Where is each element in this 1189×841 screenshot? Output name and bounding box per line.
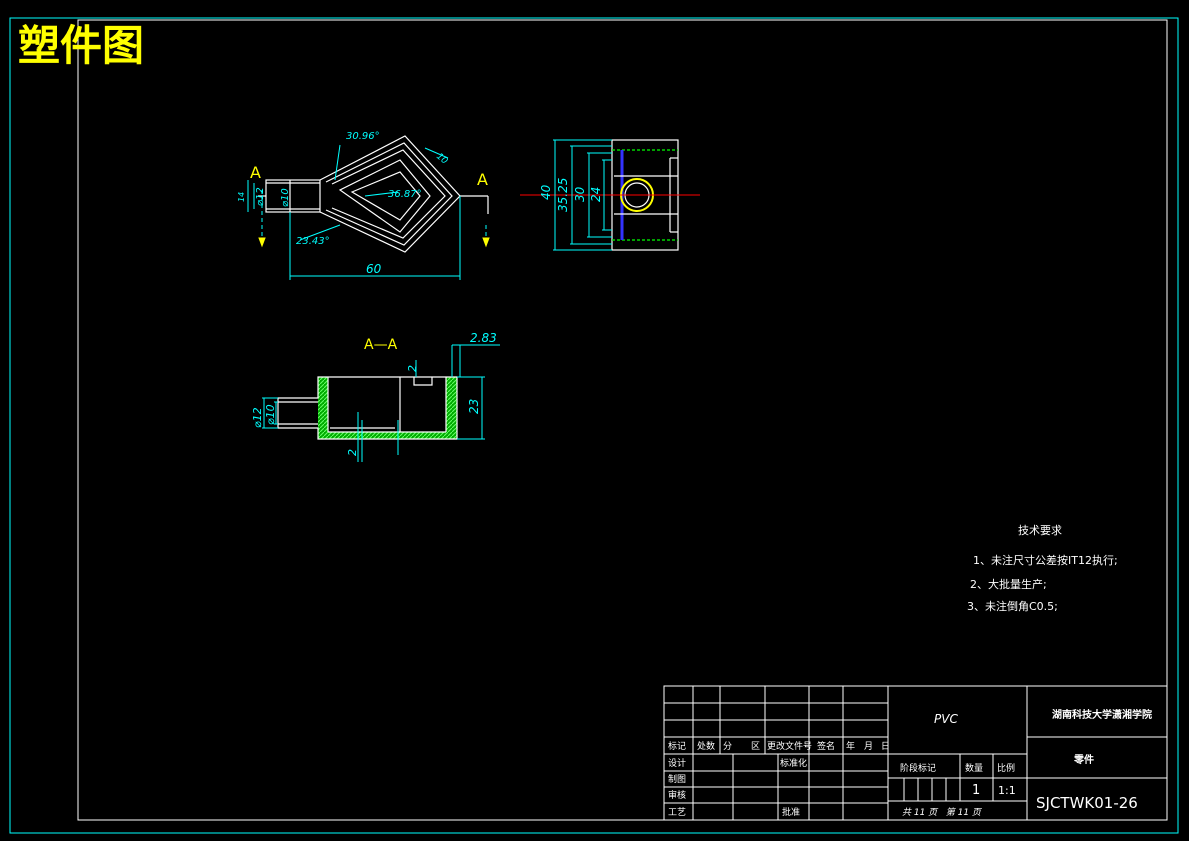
tech-requirement-2: 2、大批量生产; <box>970 577 1047 591</box>
tb-standardization: 标准化 <box>780 757 807 769</box>
dim-wall: 10 <box>434 152 449 167</box>
dim-2-83: 2.83 <box>470 331 497 345</box>
dim-2-bottom: 2 <box>346 449 359 456</box>
tb-quantity-value: 1 <box>972 783 980 798</box>
tb-review: 审核 <box>668 789 686 801</box>
dim-24: 24 <box>589 187 603 202</box>
top-view-dims <box>247 144 490 280</box>
tb-header-change-doc: 更改文件号 <box>767 740 812 752</box>
dim-35-25: 35.25 <box>556 178 570 212</box>
tb-header-qu: 区 <box>751 741 760 752</box>
tb-stage: 阶段标记 <box>900 762 936 774</box>
tb-header-fen: 分 <box>723 741 732 752</box>
title-block <box>663 685 1168 821</box>
tb-process: 工艺 <box>668 807 686 818</box>
tb-scale: 比例 <box>997 762 1015 774</box>
section-label-left: A <box>250 163 261 182</box>
tb-scale-value: 1:1 <box>998 784 1016 797</box>
dim-angle-bottom: 23.43° <box>296 236 330 247</box>
dim-width-60: 60 <box>366 262 382 276</box>
tb-drawing-number: SJCTWK01-26 <box>1036 794 1138 812</box>
tech-requirement-1: 1、未注尺寸公差按IT12执行; <box>973 553 1118 567</box>
section-view <box>277 376 458 440</box>
tb-school: 湖南科技大学潇湘学院 <box>1052 708 1152 721</box>
tech-requirement-3: 3、未注倒角C0.5; <box>967 599 1058 613</box>
dim-40: 40 <box>539 184 553 200</box>
dim-dia10: ⌀10 <box>264 404 277 425</box>
tb-design: 设计 <box>668 757 686 769</box>
tech-requirements-heading: 技术要求 <box>1018 524 1062 537</box>
dim-angle-mid: 36.87° <box>388 189 422 200</box>
section-label: A—A <box>364 337 398 353</box>
section-view-dims <box>262 344 500 462</box>
tb-header-sign: 签名 <box>817 740 835 752</box>
tb-approve: 批准 <box>782 806 800 818</box>
tb-header-month: 月 <box>864 741 873 752</box>
drawing-title: 塑件图 <box>18 21 144 70</box>
tb-part-name: 零件 <box>1073 753 1094 766</box>
dim-dia12: ⌀12 <box>251 407 264 428</box>
tb-header-year: 年 <box>846 740 855 752</box>
tb-material: PVC <box>934 712 958 726</box>
tb-header-count: 处数 <box>697 740 715 752</box>
tb-drawing: 制图 <box>668 773 686 785</box>
top-view <box>258 135 489 253</box>
section-label-right: A <box>477 170 488 189</box>
dim-dia-outer: ⌀12 <box>255 187 266 206</box>
dim-2-top: 2 <box>406 365 419 372</box>
inner-border <box>77 19 1168 821</box>
outer-border <box>9 17 1179 834</box>
side-view-dims <box>553 139 612 251</box>
dim-dia-inner: ⌀10 <box>280 188 291 207</box>
tb-header-mark: 标记 <box>668 740 686 752</box>
dim-23: 23 <box>467 399 481 414</box>
side-view <box>520 139 700 251</box>
dim-30: 30 <box>573 186 587 202</box>
tb-header-day: 日 <box>881 741 890 752</box>
tb-quantity: 数量 <box>965 762 983 774</box>
tb-sheets: 共 11 页 第 11 页 <box>902 807 983 818</box>
dim-h-14: 14 <box>237 192 246 202</box>
dim-angle-top: 30.96° <box>346 131 380 142</box>
